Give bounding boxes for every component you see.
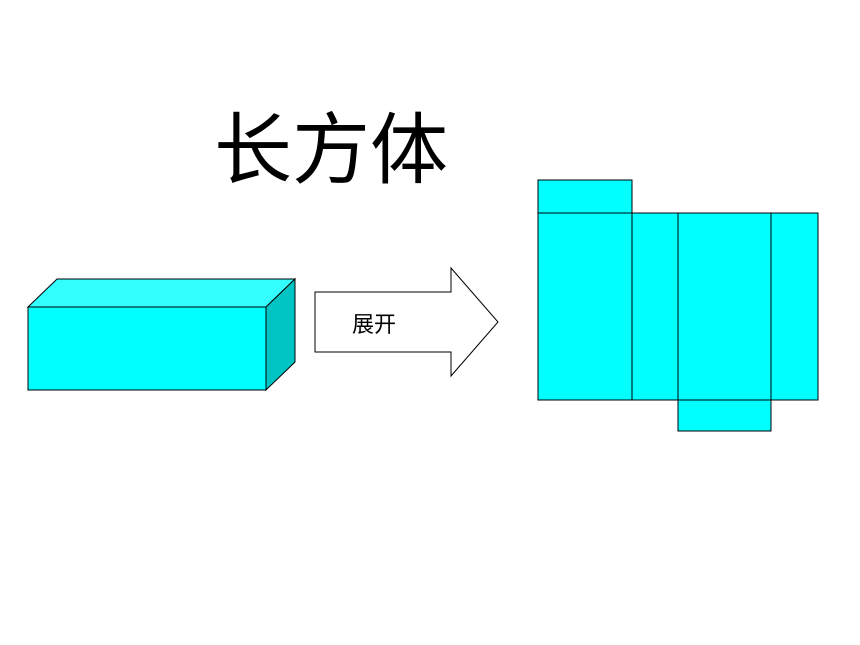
net-face-1 [537,212,633,401]
arrow-shape [314,266,499,378]
arrow-label: 展开 [352,313,396,338]
net-face-4 [770,212,819,401]
cuboid-front-face [27,306,267,391]
net-face-3 [677,212,772,401]
cuboid-top-face [26,278,297,308]
net-top-tab [537,179,633,214]
unfold-arrow: 展开 [314,266,499,378]
net-face-2 [631,212,679,401]
cuboid-3d [26,277,297,392]
net-bottom-tab [677,399,772,432]
page-title: 长方体 [214,106,449,196]
cuboid-net [537,179,819,432]
